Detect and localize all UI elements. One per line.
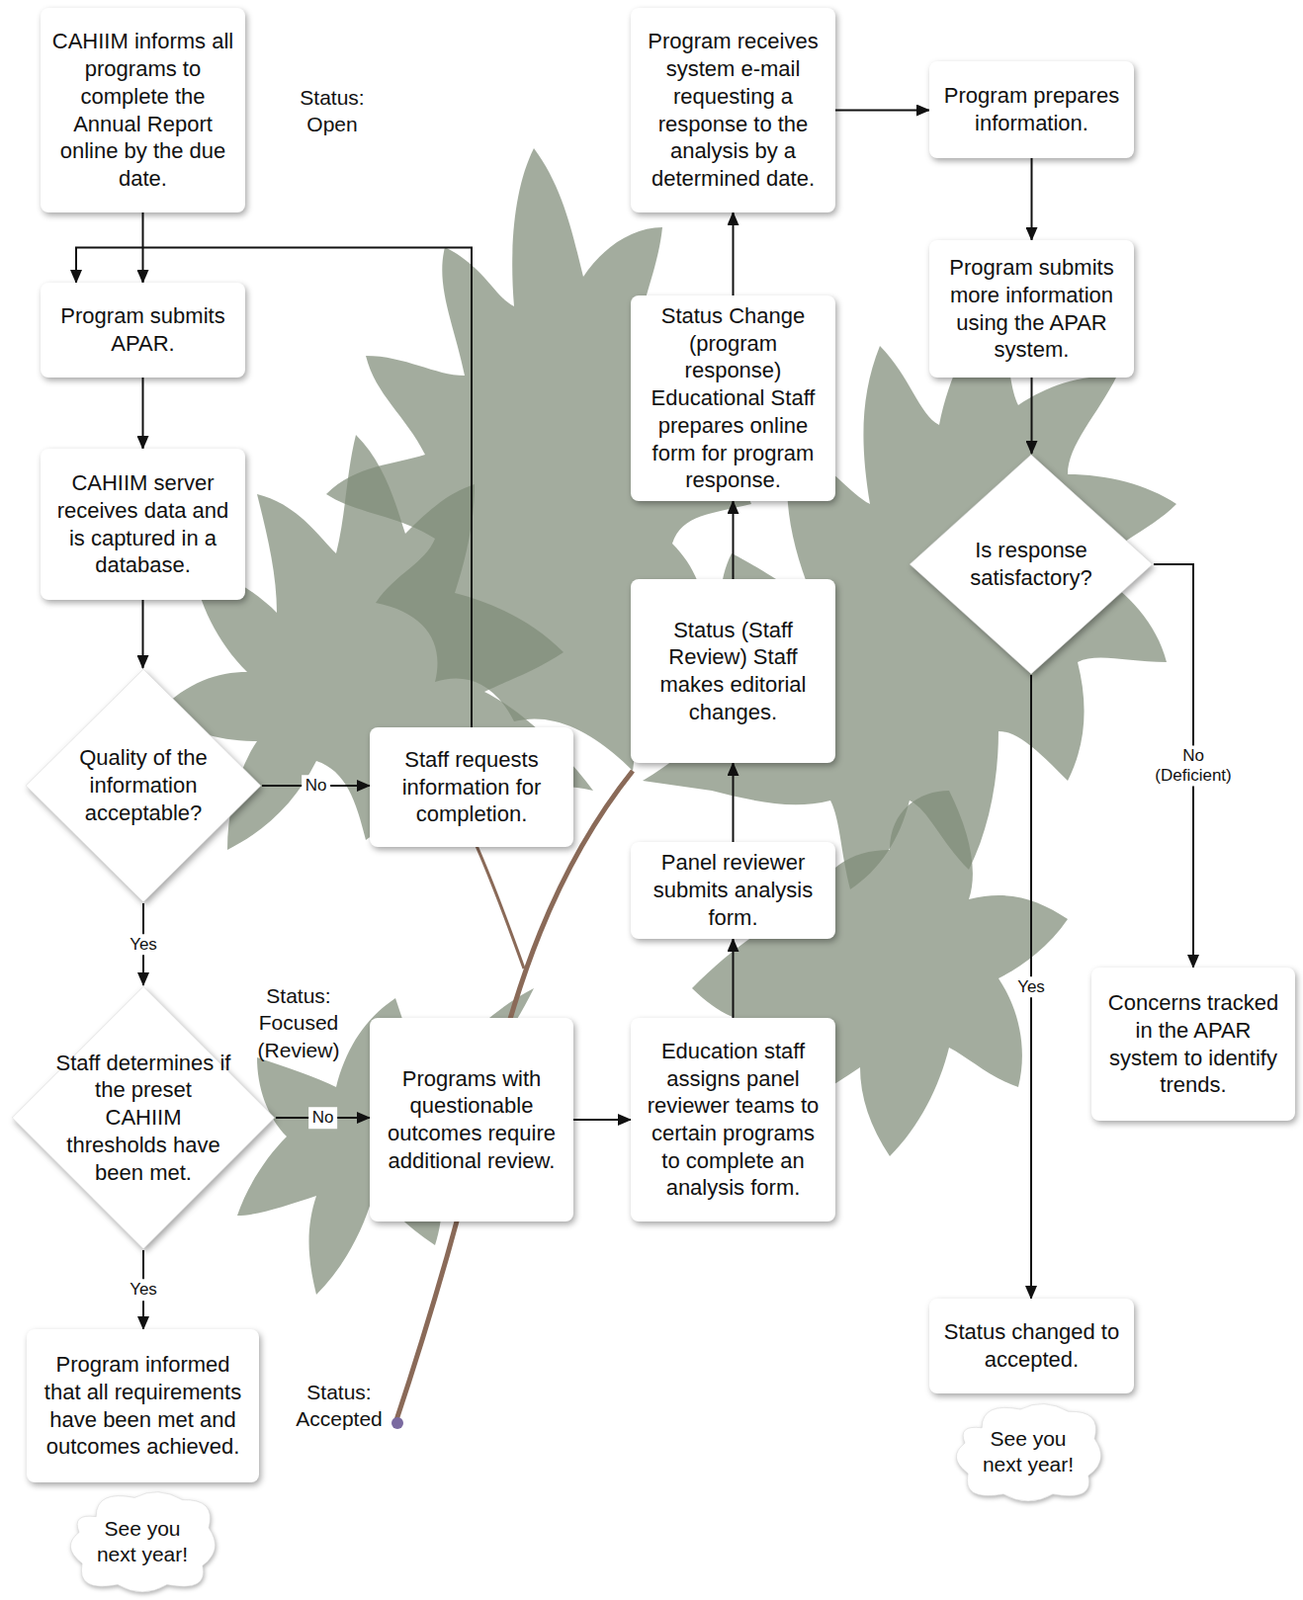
- node-text: Education staff assigns panel reviewer t…: [639, 1038, 827, 1203]
- node-text: Status (Staff Review) Staff makes editor…: [639, 616, 827, 727]
- node-text: Status Change (program response) Educati…: [639, 302, 827, 495]
- connector-arrow: [732, 763, 735, 843]
- decision-diamond: Staff determines if the preset CAHIIM th…: [10, 985, 276, 1251]
- diamond-shape: [909, 454, 1153, 675]
- node-text: Program submits APAR.: [49, 302, 237, 357]
- node-text: Status changed to accepted.: [938, 1318, 1126, 1374]
- process-box: Program receives system e-mail requestin…: [630, 7, 836, 213]
- connector-arrow: [142, 600, 145, 669]
- decision-diamond: Is response satisfactory?: [908, 453, 1154, 676]
- edge-label: No (Deficient): [1150, 745, 1235, 786]
- process-box: Program informed that all requirements h…: [26, 1329, 260, 1483]
- process-box: Program submits more information using t…: [929, 240, 1134, 378]
- process-box: Status (Staff Review) Staff makes editor…: [630, 579, 836, 764]
- leaf-group: [158, 148, 1177, 1296]
- edge-label: Yes: [125, 1279, 162, 1302]
- stem-bud: [391, 1417, 404, 1430]
- node-text: Program informed that all requirements h…: [35, 1351, 251, 1462]
- cloud-shape: [70, 1492, 215, 1593]
- process-box: Program submits APAR.: [40, 282, 246, 378]
- diamond-outline: [908, 453, 1154, 676]
- node-text: Staff requests information for completio…: [378, 746, 565, 829]
- process-box: Concerns tracked in the APAR system to i…: [1091, 967, 1296, 1122]
- diamond-shape: [11, 986, 274, 1249]
- process-box: CAHIIM informs all programs to complete …: [40, 7, 246, 213]
- status-label: Status: Open: [299, 84, 364, 139]
- process-box: Program prepares information.: [929, 61, 1134, 159]
- cloud-shape: [955, 1404, 1101, 1502]
- cloud-outline: [65, 1485, 220, 1598]
- connector-arrow: [573, 1119, 631, 1122]
- connector-arrow: [142, 377, 145, 449]
- cloud-terminator: See you next year!: [951, 1397, 1106, 1507]
- process-box: Status Change (program response) Educati…: [630, 295, 836, 502]
- process-box: Programs with questionable outcomes requ…: [369, 1018, 574, 1222]
- node-text: CAHIIM informs all programs to complete …: [49, 27, 237, 192]
- node-text: CAHIIM server receives data and is captu…: [49, 469, 237, 580]
- edge-label: Yes: [125, 934, 162, 956]
- connector-arrow: [835, 109, 930, 112]
- node-text: Quality of the information acceptable?: [69, 744, 218, 827]
- node-text: Program prepares information.: [938, 82, 1126, 137]
- process-box: CAHIIM server receives data and is captu…: [40, 448, 246, 601]
- status-label: Status: Focused (Review): [258, 982, 341, 1064]
- node-text: Staff determines if the preset CAHIIM th…: [54, 1049, 233, 1188]
- connector-arrow: [1031, 158, 1034, 241]
- node-text: Concerns tracked in the APAR system to i…: [1100, 989, 1287, 1100]
- status-label: Status: Accepted: [295, 1379, 383, 1434]
- node-text: Is response satisfactory?: [956, 536, 1106, 592]
- connector-arrow: [732, 501, 735, 580]
- node-text: See you next year!: [980, 1426, 1076, 1477]
- connector-arrow: [732, 212, 735, 296]
- decision-diamond: Quality of the information acceptable?: [24, 668, 262, 904]
- process-box: Panel reviewer submits analysis form.: [630, 842, 836, 940]
- node-text: Programs with questionable outcomes requ…: [378, 1065, 565, 1176]
- edge-label: No: [301, 775, 332, 797]
- process-box: Staff requests information for completio…: [369, 727, 574, 848]
- connector-arrow: [732, 939, 735, 1019]
- edge-label: No: [308, 1107, 339, 1130]
- node-text: Panel reviewer submits analysis form.: [639, 849, 827, 932]
- process-box: Education staff assigns panel reviewer t…: [630, 1018, 836, 1222]
- node-text: Program receives system e-mail requestin…: [639, 27, 827, 192]
- process-box: Status changed to accepted.: [929, 1299, 1134, 1394]
- node-text: Program submits more information using t…: [938, 254, 1126, 364]
- node-text: See you next year!: [94, 1516, 190, 1567]
- cloud-terminator: See you next year!: [65, 1485, 220, 1598]
- connector-arrow: [1031, 377, 1034, 454]
- diamond-shape: [25, 669, 261, 903]
- cloud-outline: [951, 1397, 1106, 1507]
- edge-label: Yes: [1013, 976, 1049, 999]
